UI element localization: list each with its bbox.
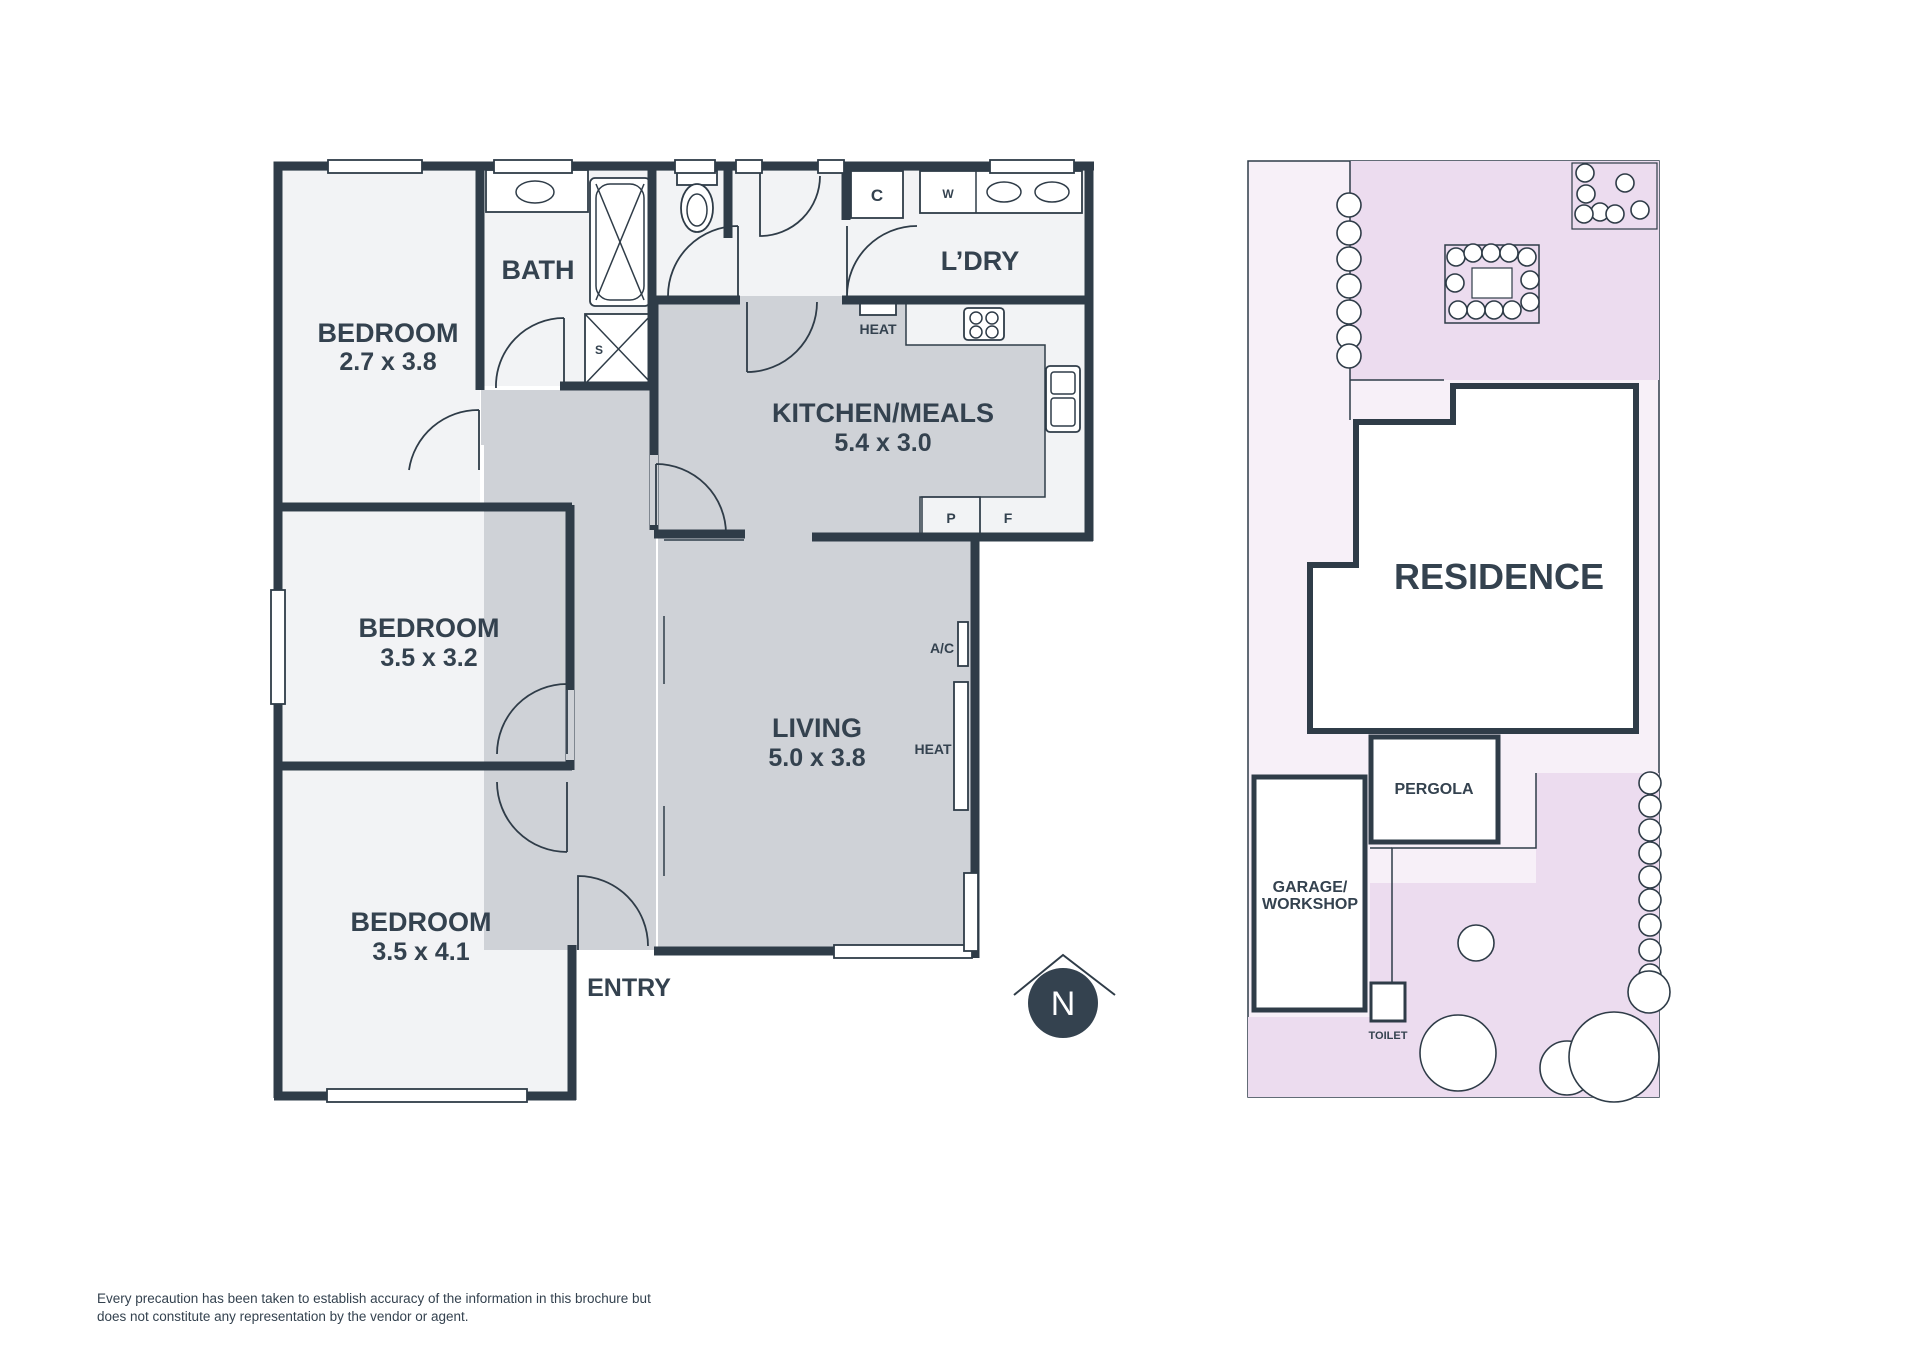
garden-front (1248, 773, 1659, 1097)
shrub-icon (1638, 865, 1662, 889)
laundry-label: L’DRY (941, 246, 1020, 276)
toilet-label: TOILET (1369, 1030, 1408, 1042)
shrub-icon (1574, 204, 1594, 224)
kitchen-label: KITCHEN/MEALS (772, 398, 994, 428)
living-area (658, 537, 971, 947)
entry-label: ENTRY (587, 974, 671, 1002)
shrub-icon (1336, 246, 1362, 272)
residence-outline (1307, 383, 1639, 734)
shrub-icon (1336, 192, 1362, 218)
shrub-icon (1336, 273, 1362, 299)
shrub-icon (1638, 771, 1662, 795)
bedroom-1-area (279, 167, 480, 507)
shrub-icon (1638, 794, 1662, 818)
bedroom-3-label: BEDROOM (351, 907, 492, 937)
kitchen-dims: 5.4 x 3.0 (834, 429, 931, 457)
shrub-icon (1336, 343, 1362, 369)
compass-label: N (1051, 985, 1076, 1023)
bath-label: BATH (502, 255, 575, 285)
shrub-icon (1575, 163, 1595, 183)
shrub-icon (1499, 243, 1519, 263)
bedroom-2-label: BEDROOM (359, 613, 500, 643)
washer-label: W (942, 187, 954, 201)
shrub-icon (1638, 888, 1662, 912)
shrub-icon (1517, 247, 1537, 267)
outdoor-toilet (1369, 981, 1407, 1023)
bedroom-3-dims: 3.5 x 4.1 (372, 938, 469, 966)
fridge-label: F (1004, 510, 1013, 526)
garage-outline (1251, 774, 1368, 1013)
pantry-label: P (946, 510, 955, 526)
shrub-icon (1638, 913, 1662, 937)
trees (1419, 924, 1671, 1103)
doors (408, 166, 918, 950)
shrub-icon (1615, 173, 1635, 193)
living-dims: 5.0 x 3.8 (768, 744, 865, 772)
disclaimer: Every precaution has been taken to estab… (97, 1291, 651, 1324)
bedroom-1-label: BEDROOM (318, 318, 459, 348)
vanity (485, 169, 589, 213)
shrub-icon (1520, 292, 1540, 312)
bedroom-1-dims: 2.7 x 3.8 (339, 348, 436, 376)
shrub-icon (1463, 243, 1483, 263)
laundry-cupboard (850, 170, 904, 219)
cooktop (963, 307, 1005, 341)
heat-kitchen-label: HEAT (859, 321, 897, 337)
planter-inner (1471, 267, 1513, 299)
cupboard-label: C (871, 186, 883, 205)
shrub-icon (1638, 841, 1662, 865)
ac-label: A/C (930, 640, 954, 656)
shrub-icon (1502, 300, 1522, 320)
toilet-bowl (680, 183, 714, 233)
shrub-icon (1481, 243, 1501, 263)
shrub-icon (1336, 299, 1362, 325)
kitchen-sink (1045, 365, 1081, 433)
bedroom-2-dims: 3.5 x 3.2 (380, 644, 477, 672)
heater-kitchen (859, 302, 897, 316)
heater-living (953, 681, 969, 811)
residence-label: RESIDENCE (1394, 556, 1604, 597)
rear-planter (1571, 162, 1658, 230)
shower-label: S (595, 343, 603, 357)
compass-circle (1028, 968, 1098, 1038)
air-conditioner (957, 621, 969, 667)
shrub-icon (1605, 204, 1625, 224)
shrub-icon (1630, 200, 1650, 220)
shrub-icon (1576, 184, 1596, 204)
hall-link-area (570, 510, 656, 950)
shrub-icon (1336, 220, 1362, 246)
pergola-label: PERGOLA (1394, 781, 1474, 798)
shrub-icon (1484, 300, 1504, 320)
pergola-outline (1368, 734, 1501, 845)
shrub-icon (1638, 938, 1662, 962)
shrub-icon (1445, 273, 1465, 293)
shrub-icon (1638, 818, 1662, 842)
floor-plan-house: BEDROOM 2.7 x 3.8 BATH L’DRY KITCHEN/MEA… (270, 159, 1094, 1103)
shrub-icon (1446, 247, 1466, 267)
site-plan: RESIDENCE PERGOLA GARAGE/ WORKSHOP TOILE… (1247, 160, 1671, 1103)
shrub-icon (1448, 300, 1468, 320)
washer-bench (919, 170, 1083, 214)
garage-label-line1: GARAGE/ (1273, 879, 1348, 896)
windows (270, 159, 1075, 1103)
shrub-icon (1520, 270, 1540, 290)
shrub-icon (1466, 300, 1486, 320)
heat-living-label: HEAT (914, 741, 952, 757)
living-label: LIVING (772, 713, 862, 743)
north-compass: N (1013, 953, 1116, 1038)
garage-label-line2: WORKSHOP (1262, 896, 1358, 913)
